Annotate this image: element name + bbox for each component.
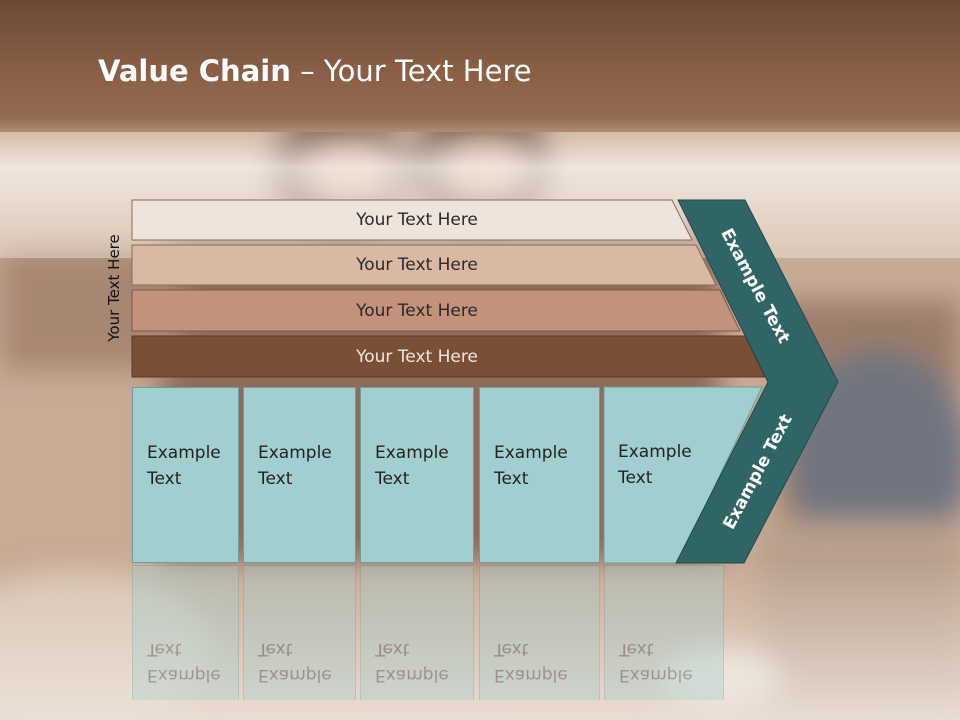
bar-shape-1 [131,199,693,241]
reflection-column-1: Example Text [132,565,239,700]
reflection-column-4-line1: Example [494,665,568,685]
reflection-column-3-line1: Example [375,665,449,685]
column-3-line1: Example [375,443,449,463]
reflection-column-2-line2: Text [258,639,293,659]
reflection-column-3-line2: Text [375,639,410,659]
bar-shape-2 [131,244,717,286]
column-1-line1: Example [147,443,221,463]
bar-3: Your Text Here [132,290,702,331]
bar-1: Your Text Here [132,200,702,240]
header-band [0,0,960,132]
title-bold: Value Chain [98,54,291,88]
column-4-line1: Example [494,443,568,463]
reflection-column-2: Example Text [243,565,356,700]
column-2-line2: Text [258,469,293,489]
column-1-line2: Text [147,469,182,489]
column-2: Example Text [243,387,356,563]
column-5-line2: Text [618,468,653,488]
reflection-column-5: Example Text [604,565,724,700]
reflection: Example Text Example Text Example Text E… [0,565,960,700]
column-1: Example Text [132,387,239,563]
bar-4: Your Text Here [132,336,702,377]
reflection-column-4: Example Text [479,565,600,700]
column-3-line2: Text [375,469,410,489]
bar-shape-3 [131,289,741,332]
column-5-line1: Example [618,442,692,462]
bar-3-label: Your Text Here [356,300,478,321]
column-2-line1: Example [258,443,332,463]
title-rest: – Your Text Here [290,54,532,88]
reflection-column-5-line1: Example [619,665,693,685]
bar-4-label: Your Text Here [356,346,478,367]
column-4: Example Text [479,387,600,563]
bar-1-label: Your Text Here [356,210,478,230]
bar-2: Your Text Here [132,245,702,285]
reflection-column-1-line1: Example [147,665,221,685]
bottom-fade [0,560,960,720]
reflection-column-4-line2: Text [494,639,529,659]
bar-2-label: Your Text Here [356,255,478,275]
column-4-line2: Text [494,469,529,489]
column-5: Example Text [618,439,692,491]
column-3: Example Text [360,387,474,563]
slide-title: Value Chain – Your Text Here [98,54,532,88]
reflection-column-5-line2: Text [619,639,654,659]
reflection-column-1-line2: Text [147,639,182,659]
reflection-column-2-line1: Example [258,665,332,685]
reflection-column-3: Example Text [360,565,474,700]
